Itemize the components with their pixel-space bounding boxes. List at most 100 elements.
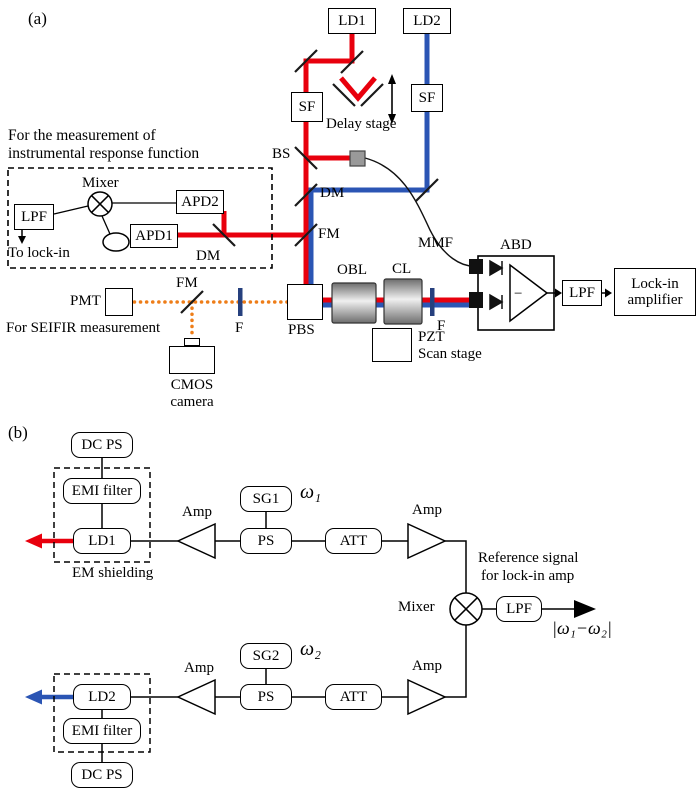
cmos-label-line1: CMOS: [170, 377, 214, 393]
preamp-ellipse: [102, 232, 130, 252]
mmf-fiber: [364, 157, 474, 267]
pzt-label-line2: Scan stage: [418, 346, 482, 362]
dichroic-dm-main: [294, 183, 318, 207]
b-wiring: [101, 458, 576, 762]
red-beam-path: [178, 34, 480, 303]
filter-bar-right: [430, 288, 435, 316]
amp3-label: Amp: [184, 660, 214, 676]
mirror-fold: [294, 49, 318, 73]
amp-triangle-3: [176, 678, 216, 716]
amp4-label: Amp: [412, 658, 442, 674]
fm-main-label: FM: [318, 226, 340, 242]
amp1-label: Amp: [182, 504, 212, 520]
flip-mirror-fm-pmt: [180, 290, 204, 314]
dc-ps-bottom-box: DC PS: [71, 762, 133, 788]
mixer-circle-b: [449, 592, 483, 626]
mixer-a-label: Mixer: [82, 175, 119, 191]
apd1-box: APD1: [130, 224, 178, 248]
ld2-driver-box: LD2: [73, 684, 131, 710]
mixer-b-label: Mixer: [398, 599, 435, 615]
filter-bar-left: [238, 288, 243, 316]
mirror-below-ld1: [340, 50, 364, 74]
pzt-label-line1: PZT: [418, 329, 445, 345]
amp-triangle-2: [407, 522, 447, 560]
amp-triangle-4: [407, 678, 447, 716]
mirror-ld2: [415, 178, 439, 202]
lpf-to-lockin-arrow: [602, 288, 612, 298]
pbs-cube: [287, 284, 323, 320]
obl-cylinder: [331, 282, 377, 324]
ld1-box: LD1: [328, 8, 376, 34]
emi-filter-bottom-box: EMI filter: [63, 718, 141, 744]
to-lockin-arrow: [18, 230, 26, 244]
sg2-box: SG2: [240, 643, 292, 669]
ref-signal-line2: for lock-in amp: [481, 568, 575, 584]
delay-mirror-right: [360, 83, 384, 107]
cmos-camera-box: [169, 346, 215, 374]
cl-cylinder: [383, 278, 423, 325]
cmos-label-line2: camera: [170, 394, 214, 410]
f-left-label: F: [235, 320, 244, 336]
mixer-circle-irf: [87, 191, 113, 217]
mirrors: [180, 49, 439, 314]
dc-ps-top-box: DC PS: [71, 432, 133, 458]
omega1-label: ω₁: [300, 481, 322, 503]
ref-signal-line1: Reference signal: [478, 550, 579, 566]
panel-b-label: (b): [8, 423, 28, 442]
pzt-stage-box: [372, 328, 412, 362]
abd-opamp-triangle: [509, 263, 549, 323]
abd-label: ABD: [500, 237, 532, 253]
omega2-label: ω₂: [300, 638, 322, 660]
photodiode-bottom: [489, 293, 504, 311]
ps1-box: PS: [240, 528, 292, 554]
mmf-label: MMF: [418, 235, 454, 251]
amp-triangles: [176, 522, 447, 716]
em-shield-dashed-box-bottom: [53, 673, 151, 753]
dichroic-dm-irf: [212, 223, 236, 247]
sg1-box: SG1: [240, 486, 292, 512]
amp2-label: Amp: [412, 502, 442, 518]
em-shielding-label: EM shielding: [72, 565, 154, 581]
delay-mirror-left: [332, 83, 356, 107]
apd2-box: APD2: [176, 190, 224, 214]
beamsplitter-bs: [294, 146, 318, 170]
fiber-coupler: [349, 150, 366, 167]
lpf-irf-box: LPF: [14, 204, 54, 230]
spatial-filter-1-box: SF: [291, 92, 323, 122]
amp-triangle-1: [176, 522, 216, 560]
abd-connector-bottom: [469, 292, 483, 308]
fm-pmt-label: FM: [176, 275, 198, 291]
abd-detector: −: [469, 255, 556, 331]
lpf-b-box: LPF: [496, 596, 542, 622]
flip-mirror-fm-main: [294, 223, 318, 247]
cmos-camera-lens-nub: [184, 338, 200, 346]
omega-diff-label: |ω₁−ω₂|: [552, 618, 612, 638]
att1-box: ATT: [325, 528, 382, 554]
lpf-out-box: LPF: [562, 280, 602, 306]
bs-label: BS: [272, 146, 291, 162]
ld2-box: LD2: [403, 8, 451, 34]
cl-label: CL: [392, 261, 412, 277]
spatial-filter-2-box: SF: [411, 84, 443, 112]
emi-filter-top-box: EMI filter: [63, 478, 141, 504]
seifir-caption: For SEIFIR measurement: [6, 320, 161, 336]
irf-caption-line1: For the measurement of: [8, 127, 156, 144]
lockin-line2: amplifier: [627, 292, 683, 308]
abd-to-lpf-arrow: [555, 288, 562, 298]
dm-main-label: DM: [320, 185, 345, 201]
ld1-driver-box: LD1: [73, 528, 131, 554]
ld2-output-arrow-blue: [25, 689, 73, 705]
abd-minus-sign: −: [514, 286, 522, 302]
lockin-line1: Lock-in: [631, 275, 679, 292]
irf-dashed-box: [7, 167, 273, 269]
delay-translation-arrow: [388, 74, 396, 124]
obl-label: OBL: [337, 262, 367, 278]
pbs-label: PBS: [288, 322, 315, 338]
f-right-label: F: [437, 318, 446, 334]
lpf-output-arrow: [574, 600, 596, 618]
dm-irf-label: DM: [196, 248, 221, 264]
irf-caption-line2: instrumental response function: [8, 145, 200, 162]
orange-detection-beam: [131, 300, 289, 340]
